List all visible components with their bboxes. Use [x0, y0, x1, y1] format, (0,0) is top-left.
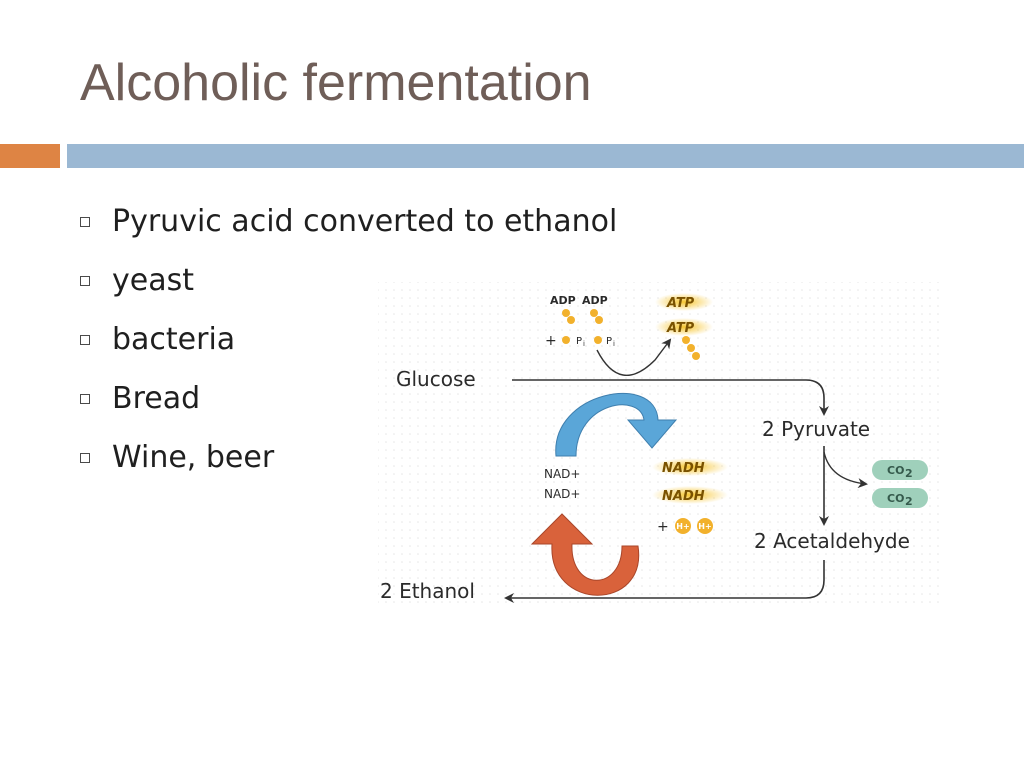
co2-pill [872, 488, 928, 508]
bullet-item: bacteria [80, 310, 617, 369]
ethanol-label: 2 Ethanol [380, 579, 475, 603]
accent-bar-blue [67, 144, 1024, 168]
nadh-label: NADH [662, 461, 705, 476]
phosphate-label: P [576, 336, 582, 347]
phosphate-bead-icon [567, 316, 575, 324]
adp-label: ADP [550, 294, 576, 307]
nad-label: NAD+ [544, 487, 580, 501]
square-bullet-icon [80, 452, 90, 463]
phosphate-label: P [606, 336, 612, 347]
bullet-list: Pyruvic acid converted to ethanol yeast … [80, 192, 617, 487]
nad-reduction-arrow [555, 393, 678, 457]
bullet-item: Bread [80, 369, 617, 428]
proton-icon [675, 518, 691, 534]
plus-label: + [545, 333, 557, 349]
nadh-label: NADH [662, 489, 705, 504]
square-bullet-icon [80, 334, 90, 345]
square-bullet-icon [80, 216, 90, 227]
co2-label: CO [887, 464, 904, 477]
proton-label: H+ [676, 522, 689, 531]
phosphate-bead-icon [692, 352, 700, 360]
phosphate-bead-icon [594, 336, 602, 344]
atp-glow [655, 318, 713, 336]
nadh-glow [652, 486, 728, 504]
glucose-label: Glucose [396, 367, 476, 391]
co2-pill [872, 460, 928, 480]
plus-label: + [657, 519, 669, 535]
phosphate-subscript: i [583, 340, 585, 348]
bullet-item: yeast [80, 251, 617, 310]
acetaldehyde-to-ethanol-arrow [504, 560, 825, 603]
atp-formation-arrow [596, 338, 672, 376]
bullet-item: Wine, beer [80, 428, 617, 487]
co2-subscript: 2 [905, 467, 913, 480]
accent-bar-orange [0, 144, 60, 168]
glucose-to-pyruvate-arrow [512, 379, 829, 416]
bullet-text: Wine, beer [112, 440, 275, 475]
co2-subscript: 2 [905, 495, 913, 508]
bullet-item: Pyruvic acid converted to ethanol [80, 192, 617, 251]
atp-label: ATP [666, 321, 695, 336]
dotted-background [378, 282, 944, 608]
phosphate-bead-icon [682, 336, 690, 344]
bullet-text: Bread [112, 381, 201, 416]
co2-release-arrow [823, 451, 868, 489]
proton-label: H+ [698, 522, 711, 531]
phosphate-bead-icon [687, 344, 695, 352]
phosphate-subscript: i [613, 340, 615, 348]
phosphate-bead-icon [595, 316, 603, 324]
phosphate-bead-icon [590, 309, 598, 317]
phosphate-bead-icon [562, 309, 570, 317]
nadh-glow [652, 458, 728, 476]
slide-title: Alcoholic fermentation [80, 54, 592, 112]
atp-label: ATP [666, 296, 695, 311]
proton-icon [697, 518, 713, 534]
square-bullet-icon [80, 393, 90, 404]
square-bullet-icon [80, 275, 90, 286]
acetaldehyde-label: 2 Acetaldehyde [754, 529, 910, 553]
fermentation-diagram-svg: ADP ADP + P i P i ATP ATP NADH NADH + H+… [378, 282, 944, 608]
bullet-text: bacteria [112, 322, 236, 357]
atp-glow [655, 293, 713, 311]
bullet-text: Pyruvic acid converted to ethanol [112, 204, 618, 239]
pyruvate-label: 2 Pyruvate [762, 417, 870, 441]
co2-label: CO [887, 492, 904, 505]
bullet-text: yeast [112, 263, 194, 298]
adp-label: ADP [582, 294, 608, 307]
nad-label: NAD+ [544, 467, 580, 481]
phosphate-bead-icon [562, 336, 570, 344]
fermentation-diagram: ADP ADP + P i P i ATP ATP NADH NADH + H+… [376, 280, 946, 612]
nadh-oxidation-arrow [530, 513, 640, 596]
